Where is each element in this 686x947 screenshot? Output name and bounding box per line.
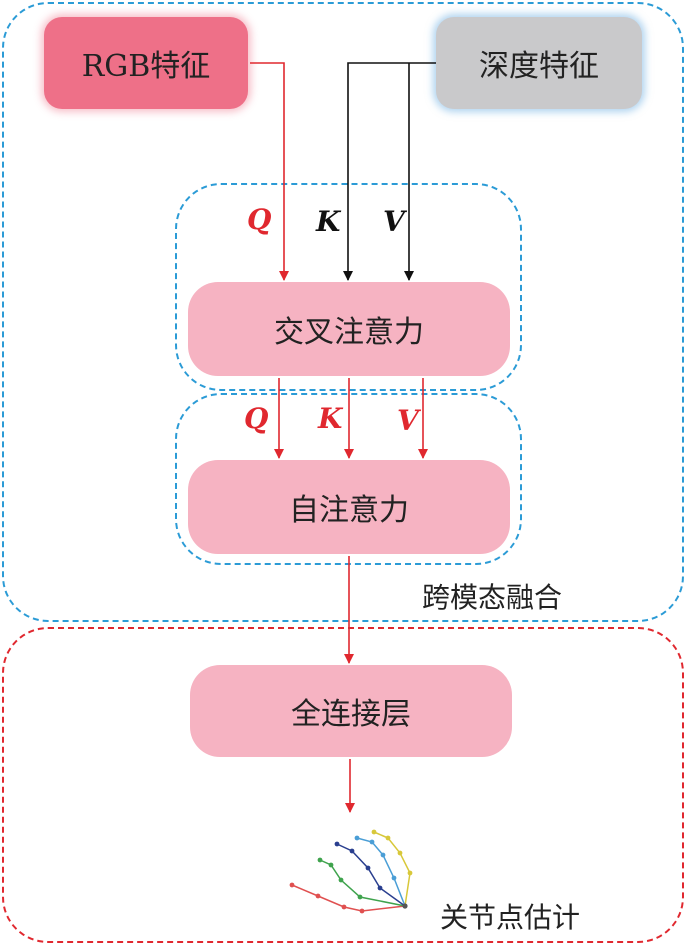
self-q-label: Q — [244, 402, 269, 435]
cross-v-label: V — [383, 205, 405, 238]
keypoint-group-label: 关节点估计 — [440, 901, 581, 934]
fusion-group-label: 跨模态融合 — [422, 581, 563, 614]
self-k-label: K — [318, 402, 343, 435]
self-attention-label: 自注意力 — [289, 493, 409, 528]
fully-connected-block: 全连接层 — [190, 665, 512, 757]
cross-attention-block: 交叉注意力 — [188, 282, 510, 376]
self-attention-block: 自注意力 — [188, 460, 510, 554]
rgb-feature-label: RGB特征 — [81, 49, 211, 84]
cross-k-label: K — [316, 205, 341, 238]
cross-q-label: Q — [247, 203, 272, 236]
keypoint-group — [2, 627, 684, 943]
fully-connected-label: 全连接层 — [291, 697, 411, 732]
depth-to-cross-k-arrow — [343, 62, 436, 281]
cross-attention-label: 交叉注意力 — [274, 315, 424, 350]
rgb-feature-box: RGB特征 — [44, 17, 248, 109]
depth-feature-box: 深度特征 — [436, 17, 642, 109]
hand-skeleton-icon — [289, 829, 413, 914]
self-v-label: V — [397, 404, 419, 437]
fusion-group — [2, 2, 684, 622]
rgb-to-cross-q-arrow — [250, 62, 289, 281]
depth-feature-label: 深度特征 — [479, 49, 599, 84]
